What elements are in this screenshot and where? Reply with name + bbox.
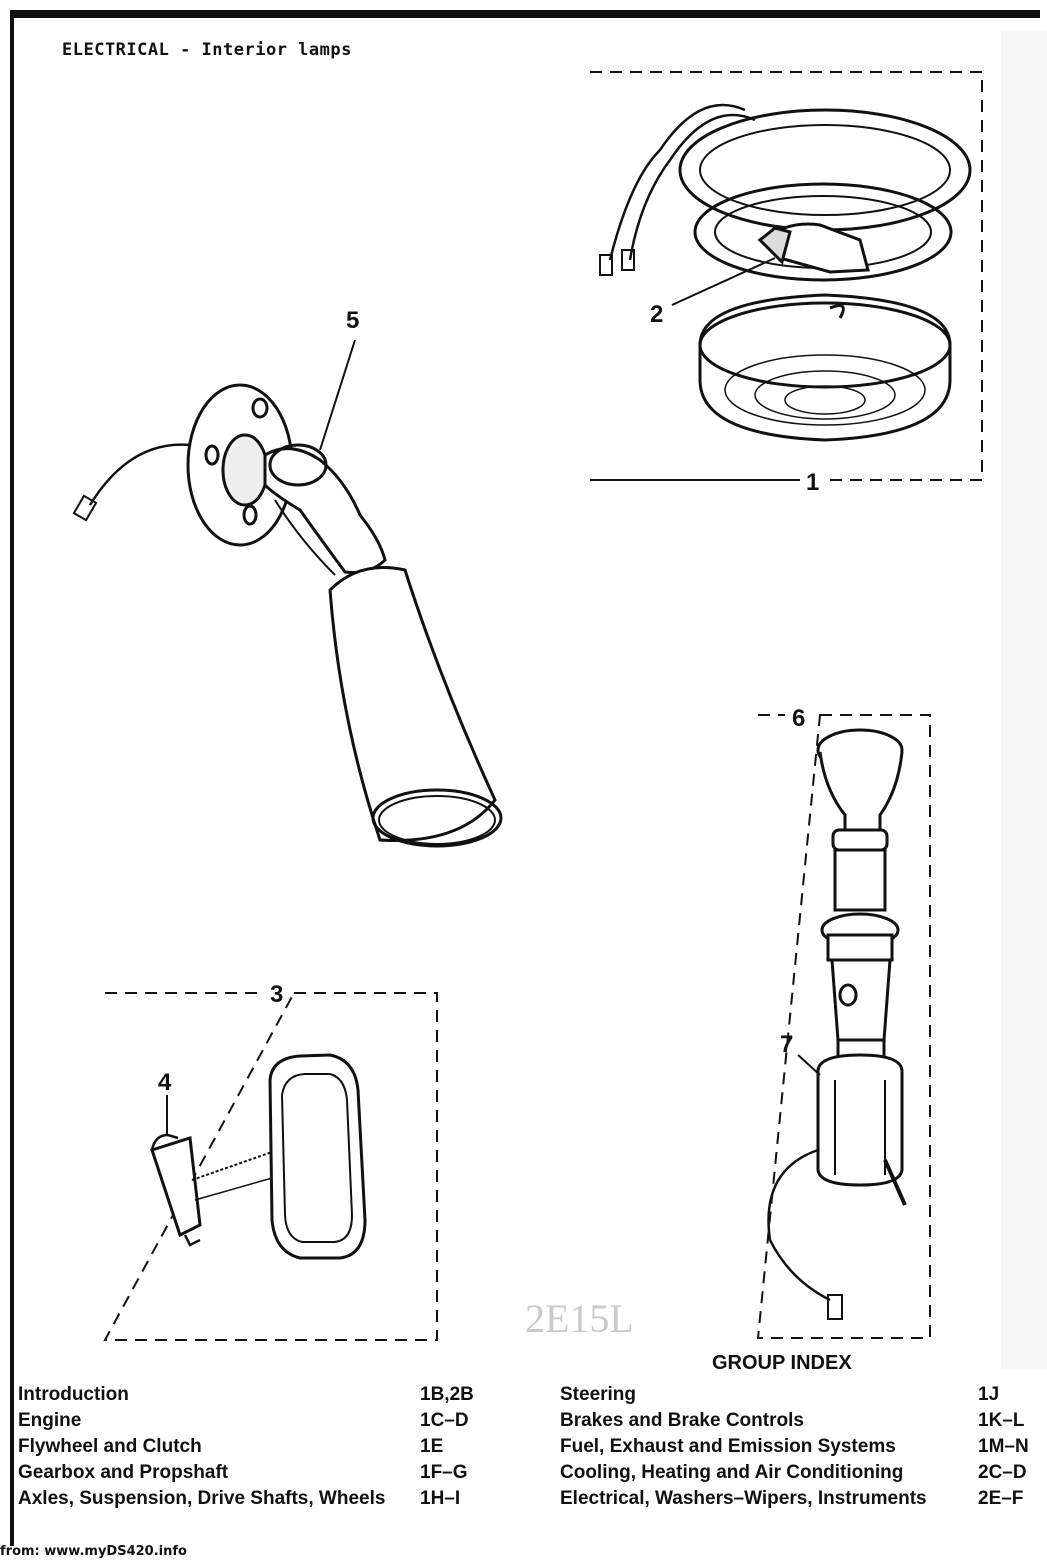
index-item-name: Cooling, Heating and Air Conditioning [560, 1462, 904, 1483]
exploded-diagram: 1 2 5 3 [72, 71, 983, 1341]
index-item-name: Brakes and Brake Controls [560, 1410, 804, 1431]
index-item-code: 2C–D [978, 1462, 1027, 1483]
group-index-title: GROUP INDEX [712, 1352, 852, 1374]
group-box-1 [590, 71, 983, 481]
index-item-name: Flywheel and Clutch [18, 1436, 202, 1457]
switch-assembly [767, 728, 907, 1320]
pencil-stamp: 2E15L [525, 1296, 634, 1341]
group-index-left-names: Introduction Engine Flywheel and Clutch … [18, 1382, 418, 1512]
group-index-right-names: Steering Brakes and Brake Controls Fuel,… [560, 1382, 970, 1512]
index-item-code: 1J [978, 1384, 1000, 1405]
courtesy-lamp [150, 1053, 367, 1260]
leader-5 [319, 339, 356, 451]
spot-lamp [72, 383, 503, 848]
group-index-left-codes: 1B,2B 1C–D 1E 1F–G 1H–I [420, 1382, 520, 1512]
dome-lamp [599, 103, 972, 442]
group-box-3 [103, 992, 438, 1341]
index-item-code: 1H–I [420, 1488, 461, 1509]
leader-2 [671, 257, 776, 306]
leader-7 [797, 1054, 821, 1076]
index-item-name: Fuel, Exhaust and Emission Systems [560, 1436, 896, 1457]
index-item-code: 1K–L [978, 1410, 1025, 1431]
callout-6: 6 [792, 705, 805, 732]
index-item-name: Introduction [18, 1384, 129, 1405]
callout-1: 1 [806, 469, 819, 496]
index-item-name: Electrical, Washers–Wipers, Instruments [560, 1488, 927, 1509]
index-item-name: Axles, Suspension, Drive Shafts, Wheels [18, 1488, 386, 1509]
callout-3: 3 [270, 981, 283, 1008]
callout-7: 7 [780, 1031, 793, 1058]
index-item-code: 1B,2B [420, 1384, 474, 1405]
index-item-code: 1M–N [978, 1436, 1029, 1457]
callout-2: 2 [650, 301, 663, 328]
page-frame [10, 10, 1040, 1546]
callout-4: 4 [158, 1069, 172, 1096]
source-footer: from: www.myDS420.info [0, 1544, 187, 1559]
index-item-name: Gearbox and Propshaft [18, 1462, 229, 1483]
index-item-code: 1F–G [420, 1462, 468, 1483]
page-title: ELECTRICAL - Interior lamps [62, 40, 352, 60]
page-edge-shadow [1001, 30, 1047, 1370]
group-box-6 [756, 714, 931, 1339]
callout-5: 5 [346, 307, 359, 334]
index-item-name: Steering [560, 1384, 637, 1405]
index-item-code: 2E–F [978, 1488, 1024, 1509]
index-item-code: 1E [420, 1436, 444, 1457]
group-index-right-codes: 1J 1K–L 1M–N 2C–D 2E–F [978, 1382, 1047, 1512]
index-item-name: Engine [18, 1410, 82, 1431]
index-item-code: 1C–D [420, 1410, 469, 1431]
